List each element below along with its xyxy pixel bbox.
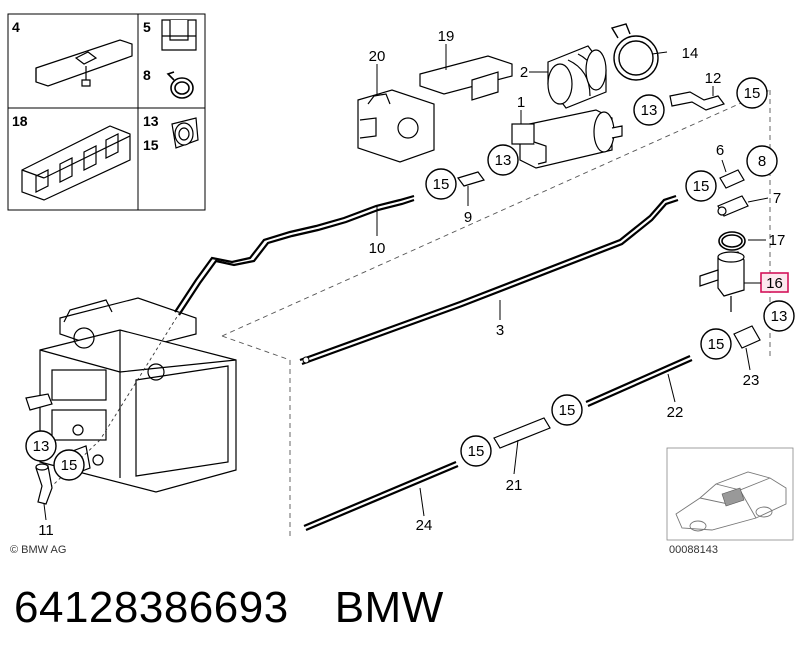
car-highlight-region <box>721 487 745 507</box>
callout-10: 10 <box>369 240 386 257</box>
car-thumbnail <box>666 447 794 541</box>
callout-1: 1 <box>517 94 525 111</box>
pump-1-drawing <box>511 109 623 169</box>
diagram-id: 00088143 <box>669 544 718 556</box>
holder-18-drawing <box>21 125 131 201</box>
sleeve-23-drawing <box>733 325 761 349</box>
hose-21-drawing <box>493 417 551 449</box>
sleeve-6-drawing <box>719 169 745 189</box>
oring-17-drawing <box>718 231 746 251</box>
callout-13-sleeve23: 13 <box>771 308 788 325</box>
fitting-7-drawing <box>717 195 749 217</box>
parts-inset-grid <box>7 13 206 211</box>
clamp-8-drawing <box>166 71 194 99</box>
leader-lines <box>43 44 769 521</box>
pipe-10-drawing <box>174 194 415 316</box>
bracket-20-drawing <box>357 89 435 163</box>
callout-12: 12 <box>705 70 722 87</box>
callout-13-inset: 13 <box>143 113 159 129</box>
callout-19: 19 <box>438 28 455 45</box>
callout-15-inset: 15 <box>143 137 159 153</box>
callout-14: 14 <box>682 45 699 62</box>
heater-unit-drawing <box>25 297 237 493</box>
bracket-4-drawing <box>35 39 133 87</box>
callout-23: 23 <box>743 372 760 389</box>
clip-13-15-drawing <box>171 117 199 149</box>
brand-name: BMW <box>334 583 444 632</box>
pipe-24-drawing <box>303 460 459 532</box>
sleeve-9-drawing <box>457 171 485 187</box>
callout-15-pipe22: 15 <box>708 336 725 353</box>
callout-18: 18 <box>12 113 28 129</box>
callout-15-fitting: 15 <box>61 457 78 474</box>
fitting-11-drawing <box>35 463 53 505</box>
callout-13-fitting: 13 <box>33 438 50 455</box>
pipe-3-drawing <box>299 194 679 366</box>
callout-8-inset: 8 <box>143 67 151 83</box>
callout-15-hose21: 15 <box>559 402 576 419</box>
clip-5-drawing <box>161 19 197 51</box>
callout-15-pipe24: 15 <box>468 443 485 460</box>
callout-13-pump: 13 <box>495 152 512 169</box>
callout-13-hose: 13 <box>641 102 658 119</box>
callout-5: 5 <box>143 19 151 35</box>
copyright-label: © BMW AG <box>10 544 66 556</box>
bracket-19-drawing <box>419 55 513 101</box>
callout-11: 11 <box>38 522 54 539</box>
hose-clamp-14-drawing <box>610 23 659 81</box>
callout-8-main: 8 <box>758 153 766 170</box>
callout-21: 21 <box>506 477 523 494</box>
part-number: 64128386693 <box>14 583 289 632</box>
callout-17: 17 <box>769 232 786 249</box>
callout-15-pipe3: 15 <box>693 178 710 195</box>
hose-12-drawing <box>669 91 725 111</box>
callout-2: 2 <box>520 64 528 81</box>
callout-7: 7 <box>773 190 781 207</box>
part-footer: 64128386693 BMW <box>14 583 444 633</box>
callout-3: 3 <box>496 322 504 339</box>
callout-15-hose: 15 <box>744 85 761 102</box>
valve-16-drawing <box>699 251 745 312</box>
callout-9: 9 <box>464 209 472 226</box>
callout-16-highlighted: 16 <box>766 275 783 292</box>
callout-22: 22 <box>667 404 684 421</box>
callout-circles <box>25 77 795 481</box>
callout-24: 24 <box>416 517 433 534</box>
callout-6: 6 <box>716 142 724 159</box>
callout-20: 20 <box>369 48 386 65</box>
callout-4: 4 <box>12 19 20 35</box>
bellows-2-drawing <box>547 45 607 109</box>
dashed-leaders-left <box>51 311 181 487</box>
pipe-22-drawing <box>585 354 693 408</box>
callout-15-sleeve: 15 <box>433 176 450 193</box>
pipe-3-end-left <box>302 356 310 364</box>
